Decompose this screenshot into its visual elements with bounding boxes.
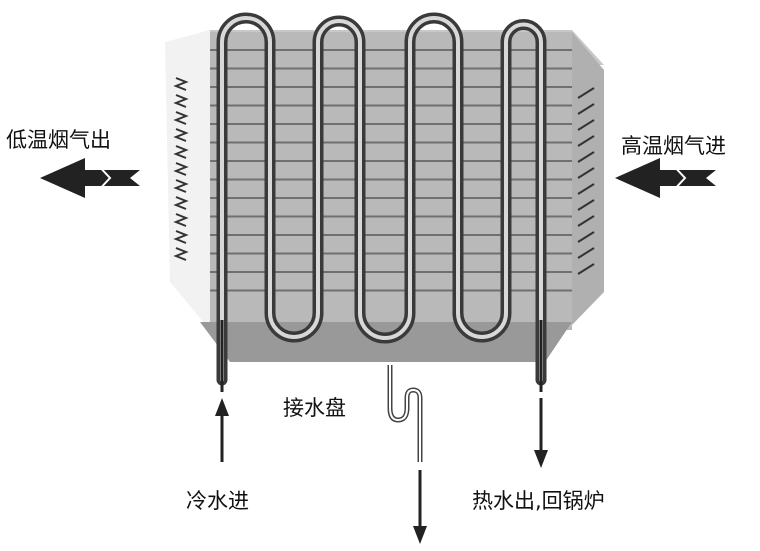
hatch-mark	[577, 135, 595, 147]
hatch-mark	[577, 151, 595, 163]
hot-water-out-arrow-icon	[534, 398, 548, 468]
left-panel-zigzag-marks	[173, 77, 189, 261]
right-panel-hatch-marks	[577, 87, 595, 275]
left-panel	[165, 30, 210, 330]
zigzag-mark	[173, 94, 189, 108]
zigzag-mark	[173, 111, 189, 125]
hatch-mark	[577, 119, 595, 131]
zigzag-mark	[173, 247, 189, 261]
cold-water-in-arrow-icon	[215, 398, 229, 462]
zigzag-mark	[173, 145, 189, 159]
cold-water-in-label: 冷水进	[186, 489, 249, 513]
hatch-mark	[577, 263, 595, 275]
zigzag-mark	[173, 162, 189, 176]
zigzag-mark	[173, 196, 189, 210]
zigzag-mark	[173, 128, 189, 142]
hatch-mark	[577, 183, 595, 195]
flue-gas-out-arrow-icon	[40, 158, 140, 198]
right-panel	[572, 32, 604, 325]
high-temp-flue-gas-in-label: 高温烟气进	[621, 134, 726, 158]
low-temp-flue-gas-out-label: 低温烟气出	[6, 128, 111, 152]
hatch-mark	[577, 87, 595, 99]
hatch-mark	[577, 199, 595, 211]
hot-water-out-label: 热水出,回锅炉	[472, 489, 605, 513]
serpentine-water-tube-highlight	[220, 16, 543, 382]
hatch-mark	[577, 247, 595, 259]
hatch-mark	[577, 103, 595, 115]
zigzag-mark	[173, 213, 189, 227]
zigzag-mark	[173, 230, 189, 244]
front-face	[210, 32, 572, 330]
hatch-mark	[577, 231, 595, 243]
hatch-mark	[577, 215, 595, 227]
hatch-mark	[577, 167, 595, 179]
drip-tray-label: 接水盘	[283, 396, 346, 420]
flue-gas-in-arrow-icon	[615, 158, 716, 198]
zigzag-mark	[173, 179, 189, 193]
drain-out-arrow-icon	[413, 470, 427, 544]
zigzag-mark	[173, 77, 189, 91]
drain-pipe	[387, 365, 423, 462]
